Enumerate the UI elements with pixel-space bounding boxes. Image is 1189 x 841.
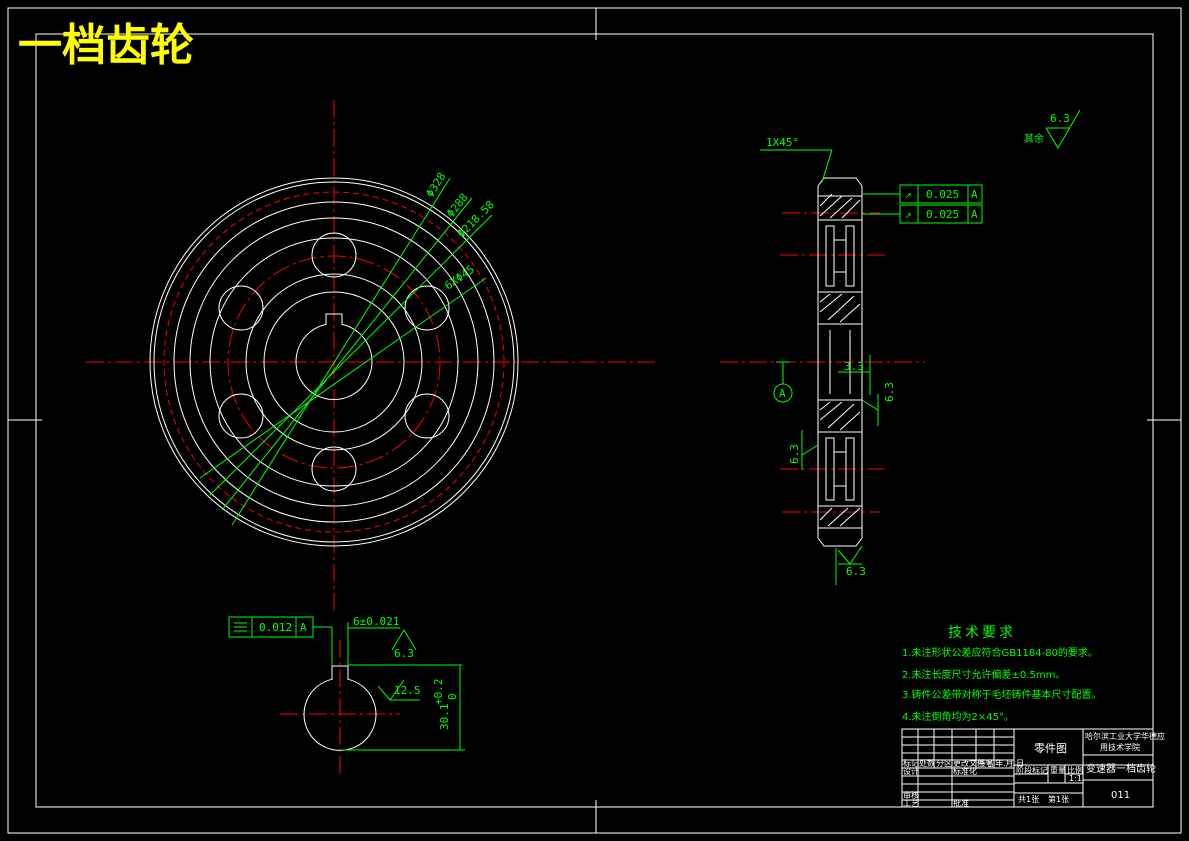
tolerance-1-value: 0.025: [926, 188, 959, 201]
tb-cell-h3: 比例: [1067, 765, 1083, 775]
drawing-title: 一档齿轮: [18, 20, 194, 71]
hub-depth: 30.1: [438, 704, 451, 731]
dim-outer-dia: Φ328: [424, 170, 449, 199]
hub-tolerance-datum: A: [300, 621, 307, 634]
side-view: 1X45° ↗ 0.025 A ↗ 0.025 A 6.3 其余 A 3.3 6…: [720, 109, 1081, 585]
tb-cell-s1: 共1张: [1018, 795, 1039, 804]
keyway-width: 6±0.021: [353, 615, 399, 628]
hub-roughness-top: 6.3: [394, 647, 414, 660]
tech-item-1: 1.未注形状公差应符合GB1184-80的要求。: [902, 646, 1098, 659]
dim-width: 3.3: [844, 360, 864, 373]
tb-cell-r3: 审核: [903, 790, 919, 800]
tb-cell-c6: 年.月.日: [995, 758, 1024, 768]
chamfer-label: 1X45°: [766, 136, 799, 149]
hub-roughness-side: 12.5: [394, 684, 421, 697]
hub-depth-upper: +0.2: [432, 679, 445, 706]
hub-tolerance-value: 0.012: [259, 621, 292, 634]
tb-drawing-type: 零件图: [1034, 742, 1067, 755]
tech-item-2: 2.未注长度尺寸允许偏差±0.5mm。: [902, 668, 1065, 681]
tb-cell-r1: 设计: [903, 766, 919, 776]
tech-item-4: 4.未注倒角均为2×45°。: [902, 710, 1014, 723]
tb-school-2: 用技术学院: [1100, 742, 1140, 752]
svg-text:↗: ↗: [905, 188, 912, 201]
roughness-rest-label: 其余: [1024, 132, 1044, 145]
outer-border: [7, 7, 1182, 834]
hub-view: 0.012 A 6±0.021 6.3 12.5 30.1 +0.2 0: [228, 615, 465, 775]
tb-cell-c1: 标记: [903, 758, 919, 768]
tb-cell-c5: 签名: [978, 758, 994, 768]
tech-requirements: 技术要求 1.未注形状公差应符合GB1184-80的要求。 2.未注长度尺寸允许…: [902, 625, 1102, 723]
tolerance-2-value: 0.025: [926, 208, 959, 221]
tb-cell-c3: 分区: [936, 759, 952, 768]
tb-cell-r4: 工艺: [903, 799, 919, 808]
tb-drawing-no: 011: [1111, 790, 1130, 801]
datum-label: A: [779, 387, 786, 400]
hub-depth-lower: 0: [446, 693, 459, 700]
title-block: 标记 处数 分区 更改文件号 签名 年.月.日 设计 标准化 审核 工艺 批准 …: [901, 728, 1165, 808]
roughness-right: 6.3: [883, 382, 896, 402]
tb-cell-h2: 重量: [1050, 765, 1066, 775]
tolerance-2-datum: A: [971, 208, 978, 221]
tb-cell-r2: 标准化: [953, 766, 977, 776]
svg-text:↗: ↗: [905, 208, 912, 221]
tb-ratio: 1:1: [1069, 774, 1082, 783]
roughness-rest-value: 6.3: [1050, 112, 1070, 125]
front-view: Φ328 Φ288 Φ218.58 6XΦ45: [86, 100, 656, 610]
roughness-left: 6.3: [788, 444, 801, 464]
tb-cell-c4: 更改文件号: [953, 758, 993, 768]
tb-cell-s2: 第1张: [1048, 794, 1069, 804]
tb-cell-r5: 批准: [953, 798, 969, 808]
roughness-bottom: 6.3: [846, 565, 866, 578]
tech-heading: 技术要求: [948, 625, 1016, 641]
tb-part-name: 变速器一档齿轮: [1086, 762, 1156, 775]
tb-cell-h1: 阶段标记: [1016, 765, 1048, 775]
tech-item-3: 3.铸件公差带对称于毛坯铸件基本尺寸配置。: [902, 688, 1102, 701]
tolerance-1-datum: A: [971, 188, 978, 201]
tb-cell-c2: 处数: [919, 758, 935, 768]
tb-school-1: 哈尔滨工业大学华德应: [1085, 731, 1165, 741]
